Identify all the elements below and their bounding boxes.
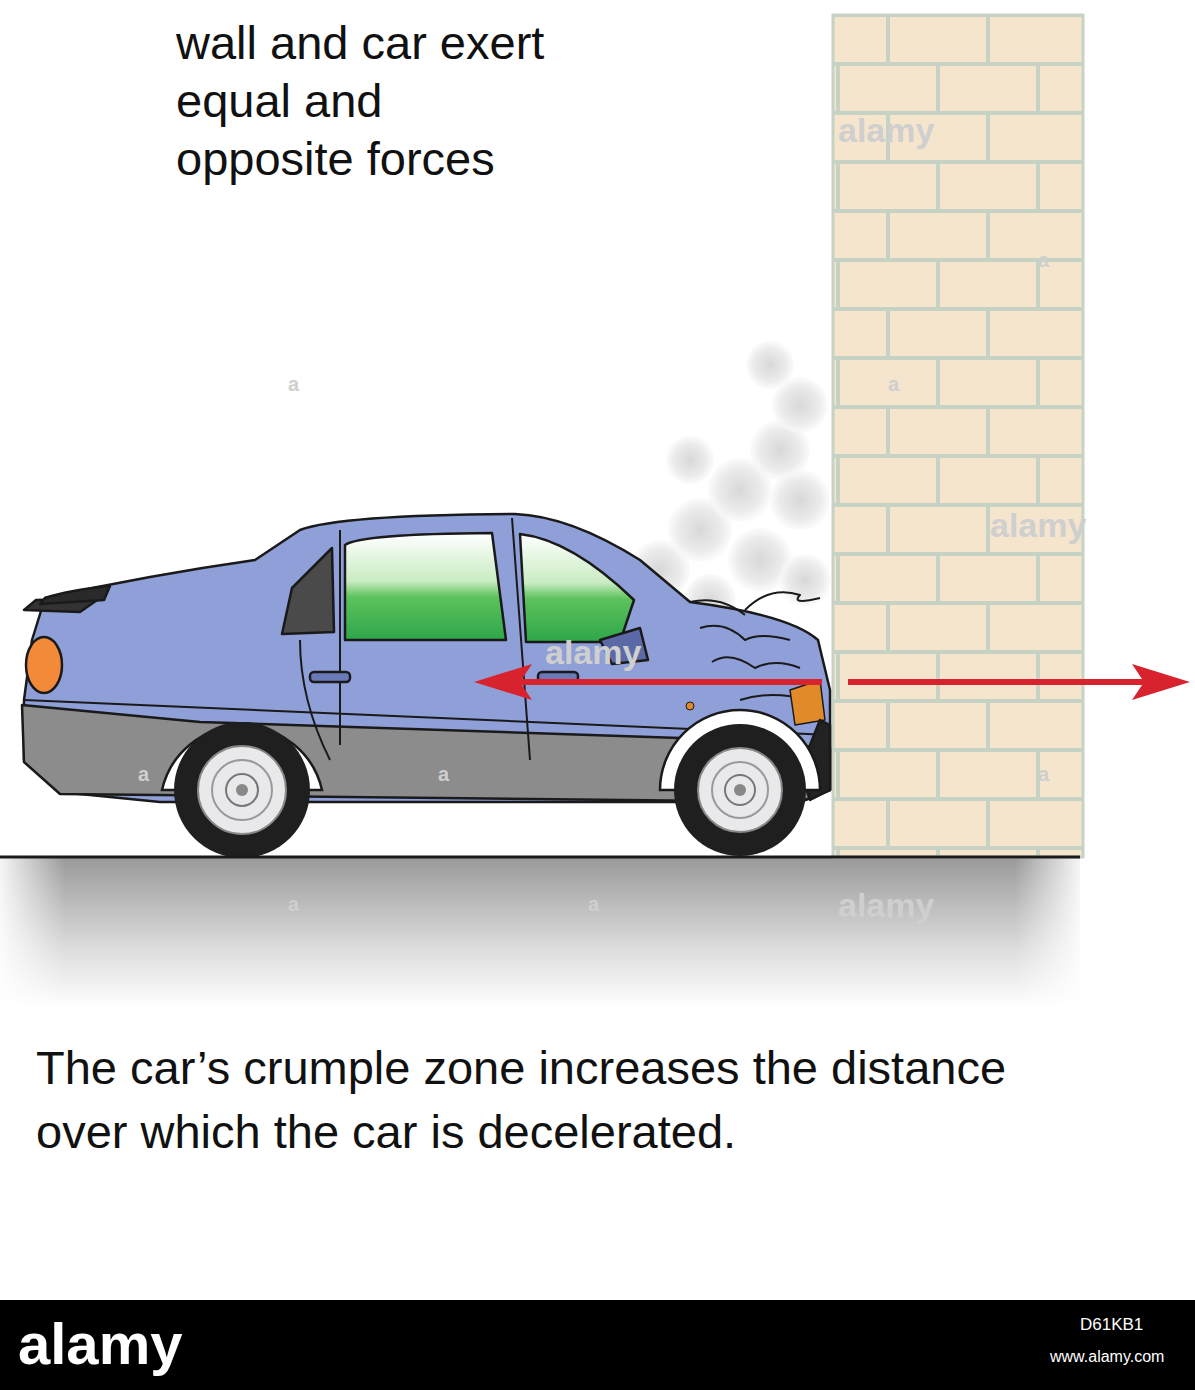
watermark: a bbox=[588, 892, 618, 916]
watermark: a bbox=[1038, 248, 1068, 272]
footer-bar bbox=[0, 1300, 1195, 1390]
rear-wheel bbox=[162, 722, 322, 858]
watermark: a bbox=[288, 892, 318, 916]
ground-shadow bbox=[0, 858, 1080, 1008]
ground-line bbox=[0, 856, 1080, 859]
watermark: alamy bbox=[545, 632, 675, 672]
caption: The car’s crumple zone increases the dis… bbox=[36, 1036, 1066, 1164]
watermark: a bbox=[888, 372, 918, 396]
force-note: wall and car exert equal and opposite fo… bbox=[176, 14, 546, 188]
footer-url: www.alamy.com bbox=[1050, 1346, 1190, 1368]
watermark: a bbox=[438, 762, 468, 786]
watermark: alamy bbox=[838, 110, 968, 150]
image-id: D61KB1 bbox=[1080, 1314, 1190, 1336]
watermark: alamy bbox=[990, 505, 1120, 545]
ground-shadow-fade bbox=[0, 858, 1080, 1008]
brick-wall bbox=[833, 15, 1083, 857]
front-wheel bbox=[660, 710, 820, 856]
watermark: a bbox=[1038, 762, 1068, 786]
watermark: a bbox=[138, 762, 168, 786]
watermark: a bbox=[288, 372, 318, 396]
watermark: alamy bbox=[838, 885, 968, 925]
footer-logo: alamy bbox=[18, 1312, 238, 1376]
